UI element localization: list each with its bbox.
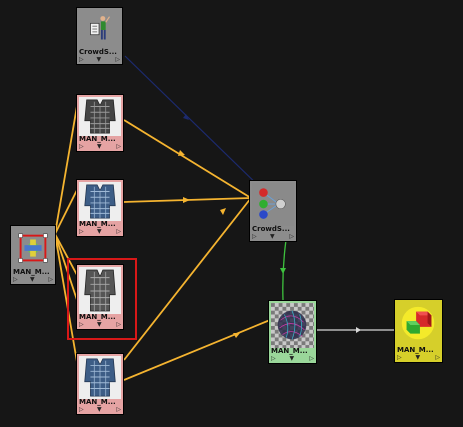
connection-wire[interactable]: [123, 319, 271, 381]
node-ports: ▷ ▼ ▷: [13, 277, 53, 283]
extra-port[interactable]: ▷: [116, 406, 121, 413]
output-port[interactable]: ▼: [30, 276, 35, 283]
cloth-mesh-icon: [79, 182, 121, 221]
node-mesh-2[interactable]: MAN_M... ▷ ▼ ▷: [76, 179, 124, 237]
mixer-wires: [123, 119, 271, 381]
output-port[interactable]: ▼: [97, 143, 102, 150]
input-port[interactable]: ▷: [79, 56, 84, 63]
node-ports: ▷ ▼ ▷: [79, 144, 121, 150]
output-port[interactable]: ▼: [96, 56, 102, 63]
extra-port[interactable]: ▷: [116, 321, 121, 328]
node-ports: ▷ ▼ ▷: [252, 234, 294, 240]
wire-arrow: [183, 114, 189, 120]
extra-port[interactable]: ▷: [435, 354, 440, 361]
input-port[interactable]: ▷: [271, 355, 276, 362]
node-ports: ▷ ▼ ▷: [79, 322, 121, 328]
input-port[interactable]: ▷: [397, 354, 402, 361]
connection-wire[interactable]: [123, 119, 252, 199]
extra-port[interactable]: ▷: [48, 276, 53, 283]
extra-port[interactable]: ▷: [309, 355, 314, 362]
output-port[interactable]: ▼: [97, 321, 102, 328]
node-mesh-5[interactable]: MAN_M... ▷ ▼ ▷: [76, 353, 124, 415]
crowd-person-icon: [79, 10, 120, 49]
checker-sphere-icon: [271, 303, 314, 348]
skeleton-frame-icon: [13, 228, 53, 269]
extra-port[interactable]: ▷: [289, 233, 294, 240]
output-port[interactable]: ▼: [97, 228, 102, 235]
node-ports: ▷ ▼ ▷: [79, 229, 121, 235]
node-source[interactable]: MAN_M... ▷ ▼ ▷: [10, 225, 56, 285]
wire-arrows: [178, 150, 240, 338]
connection-wire[interactable]: [123, 197, 252, 361]
node-ports: ▷ ▼ ▷: [79, 57, 120, 63]
color-spheres-icon: [252, 183, 294, 226]
extra-port[interactable]: ▷: [115, 56, 120, 63]
output-port[interactable]: ▼: [97, 406, 102, 413]
extra-port[interactable]: ▷: [116, 143, 121, 150]
input-port[interactable]: ▷: [79, 143, 84, 150]
cloth-mesh-icon: [79, 97, 121, 136]
node-ports: ▷ ▼ ▷: [79, 407, 121, 413]
wire-arrow: [280, 268, 286, 274]
node-mesh-1[interactable]: MAN_M... ▷ ▼ ▷: [76, 94, 124, 152]
node-ports: ▷ ▼ ▷: [271, 356, 314, 362]
extra-port[interactable]: ▷: [116, 228, 121, 235]
input-port[interactable]: ▷: [79, 406, 84, 413]
output-port[interactable]: ▼: [415, 354, 421, 361]
cloth-mesh-icon: [79, 356, 121, 399]
node-mesh-green[interactable]: MAN_M... ▷ ▼ ▷: [268, 300, 317, 364]
input-port[interactable]: ▷: [79, 228, 84, 235]
node-crowd-mixer[interactable]: CrowdS... ▷ ▼ ▷: [249, 180, 297, 242]
cloth-mesh-icon: [79, 267, 121, 314]
wire-arrow: [356, 327, 361, 333]
node-crowd-top[interactable]: CrowdS... ▷ ▼ ▷: [76, 7, 123, 65]
node-ports: ▷ ▼ ▷: [397, 355, 440, 361]
output-port[interactable]: ▼: [270, 233, 275, 240]
node-mesh-yellow[interactable]: MAN_M... ▷ ▼ ▷: [394, 299, 443, 363]
shape-cubes-icon: [397, 302, 440, 347]
source-wires: [54, 105, 78, 363]
input-port[interactable]: ▷: [79, 321, 84, 328]
input-port[interactable]: ▷: [13, 276, 18, 283]
input-port[interactable]: ▷: [252, 233, 257, 240]
node-mesh-3[interactable]: MAN_M... ▷ ▼ ▷: [76, 264, 124, 330]
output-port[interactable]: ▼: [289, 355, 295, 362]
connection-wire-link[interactable]: [124, 55, 267, 194]
